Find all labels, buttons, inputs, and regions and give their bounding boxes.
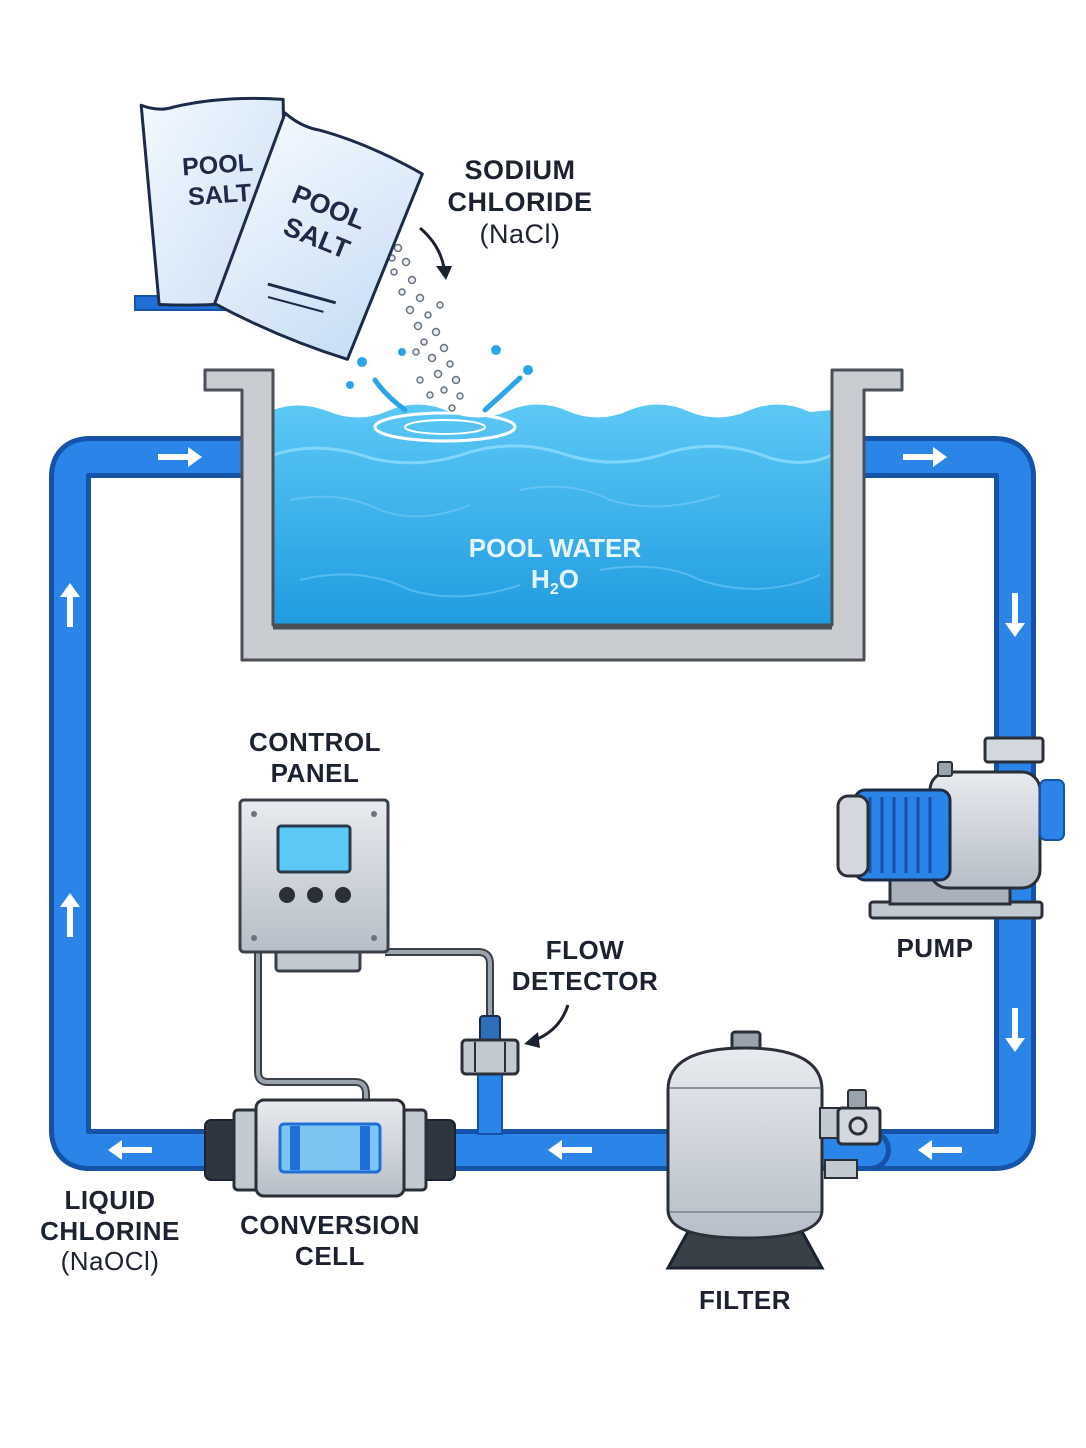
arrow-icon [60,583,80,627]
label-sodium-chloride: SODIUM CHLORIDE (NaCl) [430,155,610,251]
bag-back-line1: POOL [181,149,254,182]
arrow-icon [548,1140,592,1160]
control-screen [276,824,352,874]
label-liquid-chlorine-line3: (NaOCl) [60,1246,160,1277]
conversion-cell [204,1098,456,1198]
pool-water [273,404,832,628]
pump [836,736,1065,920]
arrow-icon [1005,1008,1025,1052]
label-conversion-cell-line2: CELL [295,1240,365,1271]
control-button [279,887,295,903]
label-flow-detector-line1: FLOW [545,935,625,965]
label-control-panel-line2: PANEL [270,757,360,788]
label-sodium-chloride-line2: CHLORIDE [447,186,593,217]
control-panel-box [238,798,390,954]
pool-tank [203,368,904,662]
label-control-panel-line1: CONTROL [248,727,382,757]
label-pool-water: POOL WATER H2O [430,533,680,599]
label-pump: PUMP [896,933,974,963]
salt-bag-front: POOL SALT [213,111,424,361]
curved-arrow-icon [419,226,452,280]
label-sodium-chloride-line3: (NaCl) [479,218,561,249]
label-liquid-chlorine-line1: LIQUID [64,1185,156,1215]
salt-granules [388,243,464,412]
salt-bags: POOL SALT POOL SALT [134,96,424,361]
salt-splash [346,345,533,443]
label-flow-detector: FLOW DETECTOR [495,935,675,996]
flow-detector [460,1015,520,1135]
curved-arrow-icon [524,1004,570,1048]
label-flow-detector-line2: DETECTOR [511,965,659,996]
control-button [307,887,323,903]
pipe-return [49,436,266,1171]
label-sodium-chloride-line1: SODIUM [464,155,576,185]
label-control-panel: CONTROL PANEL [220,727,410,788]
label-filter: FILTER [698,1285,792,1315]
arrow-icon [108,1140,152,1160]
conversion-cell-window [278,1122,382,1174]
label-pool-water-text: POOL WATER [468,533,642,563]
bag-back-line2: SALT [187,179,252,211]
arrow-icon [918,1140,962,1160]
label-conversion-cell-line1: CONVERSION [240,1210,420,1240]
control-button [335,887,351,903]
label-liquid-chlorine: LIQUID CHLORINE (NaOCl) [20,1185,200,1277]
arrow-icon [903,447,947,467]
control-panel [238,798,494,1100]
filter-tank [666,1046,824,1240]
label-liquid-chlorine-line2: CHLORINE [40,1215,180,1246]
filter-valve [836,1106,882,1146]
sand-filter [665,1030,882,1270]
arrow-icon [158,447,202,467]
flow-arrows [60,447,1025,1160]
label-conversion-cell: CONVERSION CELL [220,1210,440,1271]
arrow-icon [1005,593,1025,637]
tank-wall [203,368,904,662]
label-pool-water-formula: H2O [531,564,579,599]
arrow-icon [60,893,80,937]
